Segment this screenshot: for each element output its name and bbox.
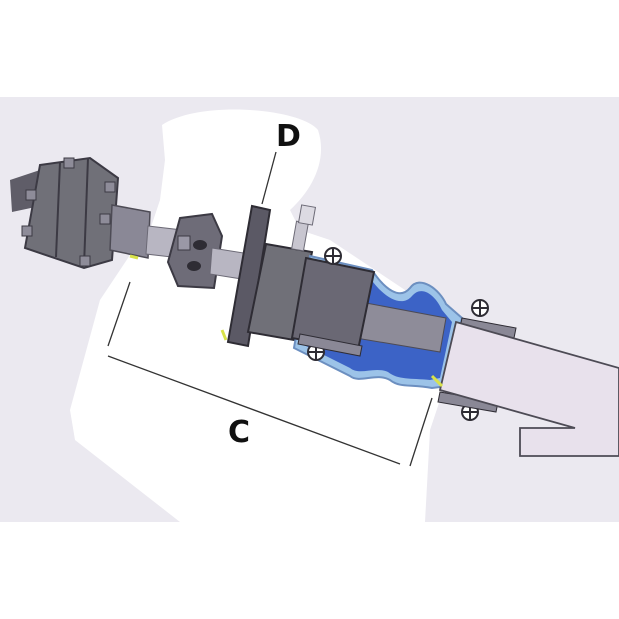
joint-cap	[177, 235, 191, 251]
label-d: D	[276, 119, 301, 154]
band-clamp-left	[297, 333, 363, 357]
dimension-c-right-extension	[409, 397, 433, 467]
left-hub	[109, 204, 151, 259]
dimension-c-line	[107, 355, 401, 465]
vent-fitting	[291, 204, 317, 252]
flange-d-plate	[226, 204, 272, 348]
hub-accent	[129, 254, 139, 260]
left-flange-joint-2	[83, 157, 89, 267]
label-c: C	[228, 415, 250, 450]
left-bolt-2	[25, 189, 37, 201]
dimension-c-left-extension	[107, 281, 131, 347]
universal-joint	[166, 212, 224, 290]
left-flange-plate	[23, 156, 120, 270]
joint-body	[166, 212, 224, 290]
left-bolt-5	[99, 213, 111, 225]
label-d-leader-line	[261, 151, 277, 205]
clamp-bolt-3	[471, 299, 489, 317]
vent-cap	[297, 204, 317, 226]
outlet-pipe	[438, 320, 619, 457]
joint-pin-bottom	[187, 261, 201, 271]
left-bolt-6	[79, 255, 91, 267]
left-flange-joint	[55, 161, 61, 258]
left-coupling	[10, 156, 120, 270]
bellows-accent	[430, 374, 444, 388]
left-bolt-4	[104, 181, 116, 193]
outlet-pipe-body	[438, 320, 619, 457]
left-bolt-1	[63, 157, 75, 169]
flange-d-accent	[220, 329, 228, 341]
joint-pin-top	[193, 240, 207, 250]
left-bolt-3	[21, 225, 33, 237]
clamp-bolt-1	[324, 247, 342, 265]
clamp-bolts	[307, 247, 489, 421]
